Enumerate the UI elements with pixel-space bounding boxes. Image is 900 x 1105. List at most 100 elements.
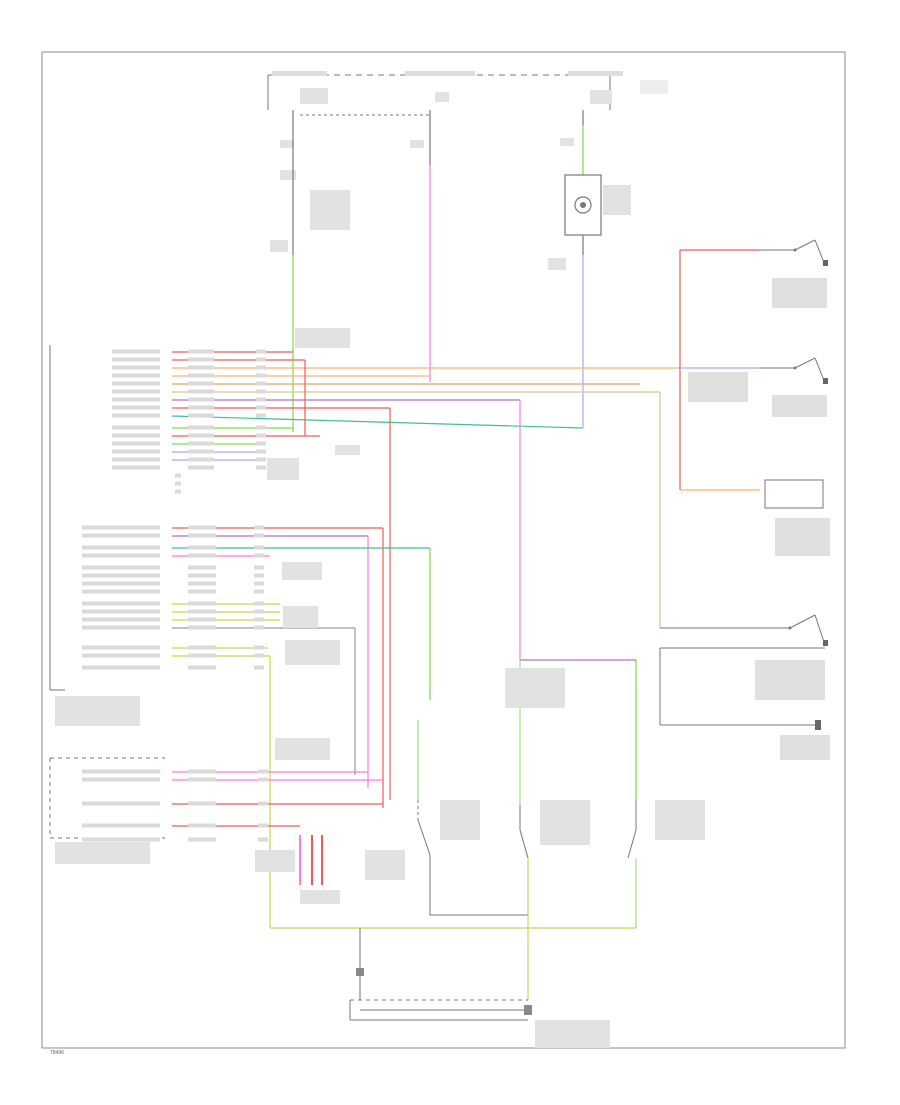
pin-label bbox=[256, 433, 266, 438]
door-ajar-switches bbox=[349, 800, 637, 1021]
figure-number: 79496 bbox=[50, 1050, 64, 1056]
pin-label bbox=[188, 581, 216, 586]
top-vertical-wires bbox=[292, 110, 602, 432]
pin-label bbox=[254, 573, 264, 578]
pin-label bbox=[258, 801, 268, 806]
pin-label bbox=[112, 349, 160, 354]
pin-label bbox=[254, 533, 264, 538]
pin-label bbox=[188, 349, 214, 354]
pin-label bbox=[254, 553, 264, 558]
pin-label bbox=[112, 441, 160, 446]
pin-label bbox=[188, 449, 214, 454]
pin-label bbox=[82, 801, 160, 806]
pin-label bbox=[256, 349, 266, 354]
pin-label bbox=[254, 625, 264, 630]
pin-label bbox=[256, 465, 266, 470]
pin-label bbox=[256, 449, 266, 454]
pin-label bbox=[258, 837, 268, 842]
motor-icon bbox=[580, 202, 586, 208]
pin-label bbox=[82, 589, 160, 594]
pin-label bbox=[254, 653, 264, 658]
pin-label bbox=[112, 357, 160, 362]
pin-label bbox=[112, 365, 160, 370]
pin-label bbox=[256, 457, 266, 462]
pin-label bbox=[112, 425, 160, 430]
pin-label bbox=[82, 665, 160, 670]
connector-icon bbox=[356, 968, 532, 1015]
pin-label bbox=[112, 381, 160, 386]
pin-label bbox=[112, 457, 160, 462]
pin-label bbox=[256, 357, 266, 362]
pin-label bbox=[254, 525, 264, 530]
pin-label bbox=[254, 581, 264, 586]
top-bus-labels bbox=[272, 71, 668, 94]
pin-label bbox=[188, 823, 216, 828]
pin-label bbox=[256, 425, 266, 430]
pin-label bbox=[188, 545, 216, 550]
pin-label bbox=[188, 405, 214, 410]
pin-label bbox=[82, 581, 160, 586]
pin-label bbox=[112, 389, 160, 394]
ground-icon bbox=[815, 260, 828, 730]
pin-label bbox=[258, 823, 268, 828]
pin-label bbox=[256, 381, 266, 386]
right-switches bbox=[659, 239, 826, 726]
pin-label bbox=[254, 665, 264, 670]
pin-label bbox=[82, 823, 160, 828]
component-labels bbox=[55, 328, 705, 1048]
pin-label bbox=[188, 397, 214, 402]
pin-label bbox=[175, 481, 181, 486]
pin-label bbox=[256, 441, 266, 446]
pin-label bbox=[82, 645, 160, 650]
pin-label-blocks bbox=[82, 349, 268, 842]
pin-label bbox=[188, 457, 214, 462]
pin-label bbox=[254, 609, 264, 614]
pin-label bbox=[188, 801, 216, 806]
pin-label bbox=[254, 617, 264, 622]
pin-label bbox=[82, 777, 160, 782]
pin-label bbox=[188, 601, 216, 606]
pin-label bbox=[256, 405, 266, 410]
pin-label bbox=[112, 433, 160, 438]
pin-label bbox=[188, 525, 216, 530]
diagram-border bbox=[41, 51, 846, 1049]
pin-label bbox=[82, 837, 160, 842]
pin-label bbox=[258, 769, 268, 774]
pin-label bbox=[188, 533, 216, 538]
pin-label bbox=[188, 565, 216, 570]
pin-label bbox=[188, 573, 216, 578]
pin-label bbox=[188, 413, 214, 418]
fuse-labels bbox=[270, 88, 631, 270]
pin-label bbox=[112, 465, 160, 470]
pin-label bbox=[254, 565, 264, 570]
pin-label bbox=[175, 473, 181, 478]
pin-label bbox=[258, 777, 268, 782]
pin-label bbox=[112, 413, 160, 418]
pin-label bbox=[112, 405, 160, 410]
pin-label bbox=[112, 373, 160, 378]
switch-icon bbox=[788, 248, 797, 630]
pin-label bbox=[188, 389, 214, 394]
pin-label bbox=[254, 589, 264, 594]
pin-label bbox=[82, 617, 160, 622]
pin-label bbox=[188, 645, 216, 650]
pin-label bbox=[256, 373, 266, 378]
pin-label bbox=[188, 373, 214, 378]
pin-label bbox=[188, 425, 214, 430]
pin-label bbox=[82, 545, 160, 550]
pin-label bbox=[188, 465, 214, 470]
pin-label bbox=[188, 433, 214, 438]
pin-label bbox=[82, 609, 160, 614]
pin-label bbox=[254, 545, 264, 550]
pin-label bbox=[188, 609, 216, 614]
pin-label bbox=[82, 553, 160, 558]
pin-label bbox=[188, 665, 216, 670]
pin-label bbox=[188, 365, 214, 370]
pin-label bbox=[82, 601, 160, 606]
pin-label bbox=[188, 357, 214, 362]
pin-label bbox=[188, 837, 216, 842]
upper-harness-wires bbox=[171, 351, 680, 461]
pin-label bbox=[82, 533, 160, 538]
pin-label bbox=[188, 769, 216, 774]
